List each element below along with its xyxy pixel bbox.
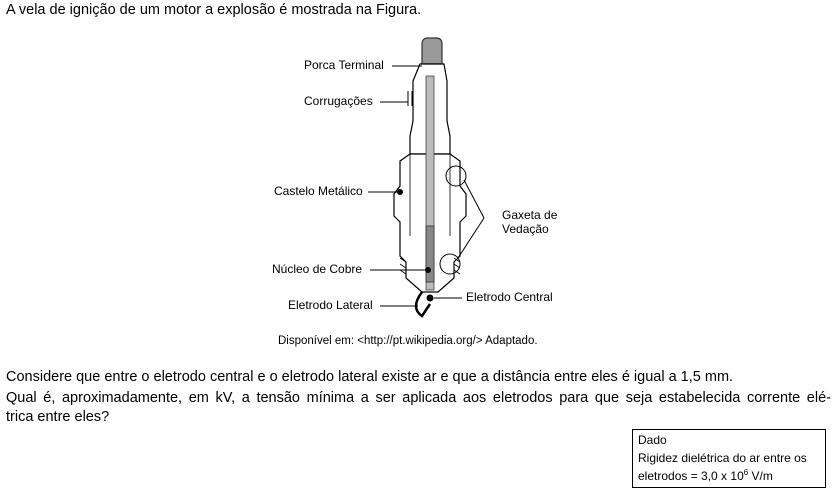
- dado-line-2-prefix: eletrodos = 3,0 x 10: [638, 469, 744, 483]
- question-line-3: trica entre eles?: [6, 409, 110, 425]
- dado-box: Dado Rigidez dielétrica do ar entre os e…: [632, 429, 826, 488]
- label-castelo-metalico: Castelo Metálico: [274, 184, 363, 198]
- dado-title: Dado: [638, 433, 667, 447]
- question-line-1: Considere que entre o eletrodo central e…: [6, 369, 734, 385]
- label-nucleo-de-cobre: Núcleo de Cobre: [272, 262, 363, 276]
- question-line-2: Qual é, aproximadamente, em kV, a tensão…: [6, 390, 831, 406]
- spark-plug-diagram: [368, 37, 485, 318]
- figure-caption: Disponível em: <http://pt.wikipedia.org/…: [278, 335, 538, 347]
- dado-line-2-suffix: V/m: [748, 469, 773, 483]
- label-porca-terminal: Porca Terminal: [304, 58, 384, 72]
- intro-text: A vela de ignição de um motor a explosão…: [6, 2, 422, 18]
- dado-line-1: Rigidez dielétrica do ar entre os: [638, 451, 807, 465]
- label-gaxeta-line1: Gaxeta de: [502, 208, 558, 222]
- dado-exponent: 6: [743, 468, 749, 477]
- spark-plug-figure: Porca Terminal Corrugações Castelo Metál…: [260, 36, 590, 326]
- label-corrugacoes: Corrugações: [304, 94, 373, 108]
- label-gaxeta-line2: Vedação: [502, 222, 549, 236]
- label-eletrodo-central: Eletrodo Central: [466, 290, 553, 304]
- dado-line-2: eletrodos = 3,0 x 106 V/m: [638, 467, 825, 485]
- label-eletrodo-lateral: Eletrodo Lateral: [288, 298, 373, 312]
